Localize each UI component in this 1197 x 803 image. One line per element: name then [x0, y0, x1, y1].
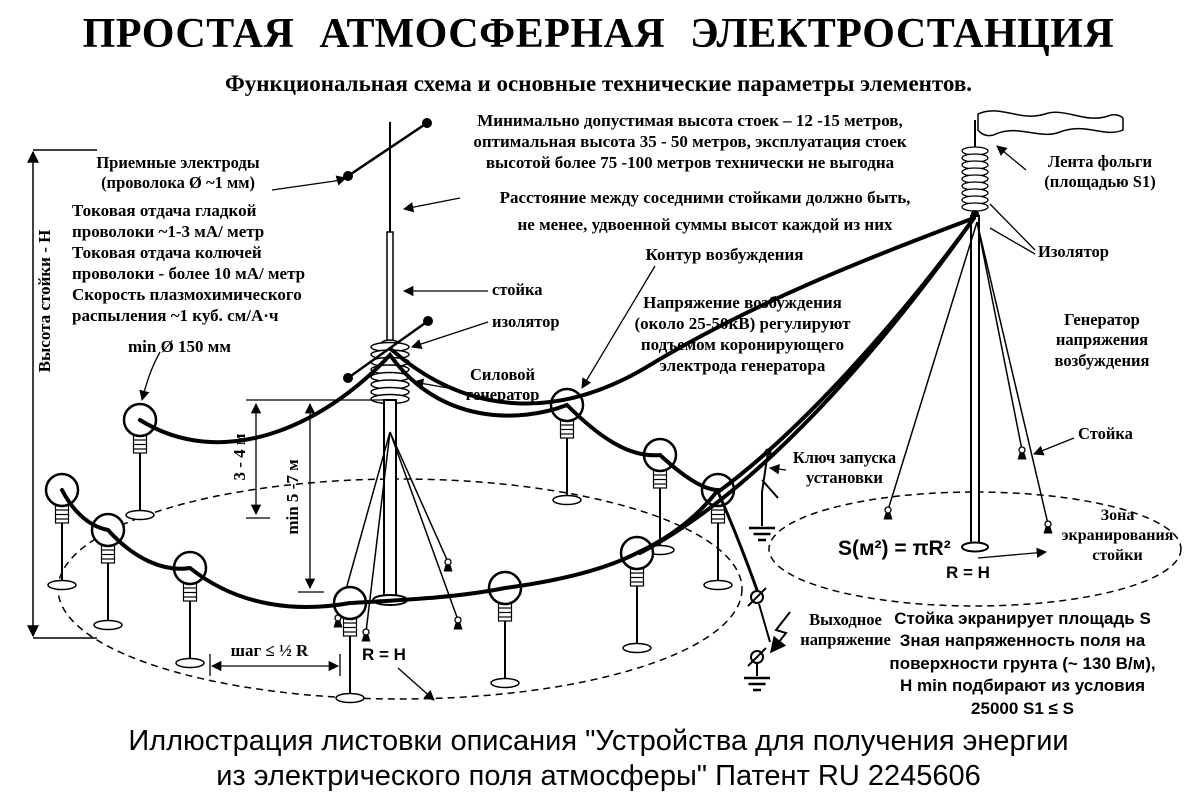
label-current-output-note: Токовая отдача гладкой проволоки ~1-3 мА… [72, 201, 306, 326]
mast-height-dimension [27, 149, 97, 639]
label-excitation-generator: Генератор напряжения возбуждения [1054, 310, 1150, 370]
label-screening-zone: Зона экранирования стойки [1061, 507, 1174, 564]
label-receiving-electrodes: Приемные электроды (проволока Ø ~1 мм) [96, 153, 260, 193]
label-excitation-contour: Контур возбуждения [645, 245, 804, 264]
label-dim-3-4: 3 - 4 м [230, 433, 249, 481]
page-subtitle: Функциональная схема и основные техничес… [224, 71, 973, 96]
label-excitation-voltage-note: Напряжение возбуждения (около 25-50кВ) р… [634, 293, 851, 376]
wires [60, 216, 976, 609]
label-r-equals-h-center: R = H [362, 645, 406, 664]
right-guy-wires [887, 221, 1049, 525]
label-min-diameter: min Ø 150 мм [128, 337, 231, 356]
label-insulator-right: Изолятор [1038, 242, 1109, 261]
label-foil-tape: Лента фольги (площадью S1) [1044, 152, 1156, 192]
excitation-contour-wire [390, 216, 976, 406]
page-title: ПРОСТАЯ АТМОСФЕРНАЯ ЭЛЕКТРОСТАНЦИЯ [82, 11, 1115, 57]
label-step-dim: шаг ≤ ½ R [230, 641, 309, 660]
central-guy-wires [337, 431, 459, 633]
label-area-formula: S(м²) = πR² [838, 537, 951, 560]
caption-text: Иллюстрация листовки описания "Устройств… [128, 725, 1069, 792]
lightning-arrow-icon [770, 611, 791, 654]
front-wire-chain [60, 488, 720, 609]
label-output-voltage: Выходное напряжение [800, 610, 891, 650]
label-distance-note: Расстояние между соседними стойками долж… [499, 188, 911, 235]
foil-tape-ribbon [977, 110, 1124, 137]
label-r-equals-h-right: R = H [946, 563, 990, 582]
right-mast-cable-2 [638, 216, 976, 555]
label-start-key: Ключ запуска установки [792, 448, 897, 488]
ground-ellipse-right [768, 491, 1182, 607]
label-dim-min-5-7: min 5 -7 м [283, 459, 302, 535]
right-mast [882, 110, 1124, 553]
label-stand-height-note: Минимально допустимая высота стоек – 12 … [473, 111, 907, 173]
receiving-electrode-bars [343, 118, 433, 383]
pointer-lines [271, 145, 1075, 475]
ground-ellipse-left [57, 478, 743, 700]
label-insulator-center: изолятор [492, 312, 560, 331]
output-tap-wire [716, 490, 759, 592]
back-wire-chain [138, 351, 720, 492]
central-mast [332, 118, 464, 643]
label-stand-right: Стойка [1078, 424, 1133, 443]
right-insulator-stack [961, 146, 989, 212]
label-screening-note: Стойка экранирует площадь S Зная напряже… [889, 609, 1156, 718]
label-power-generator: Силовой генератор [465, 365, 540, 405]
label-stand-center: стойка [492, 280, 543, 299]
start-key-symbol [761, 448, 779, 526]
dimension-lines [139, 351, 1048, 701]
label-mast-height-dim: Высота стойки - Н [35, 229, 54, 373]
output-voltage-symbol [747, 587, 791, 676]
